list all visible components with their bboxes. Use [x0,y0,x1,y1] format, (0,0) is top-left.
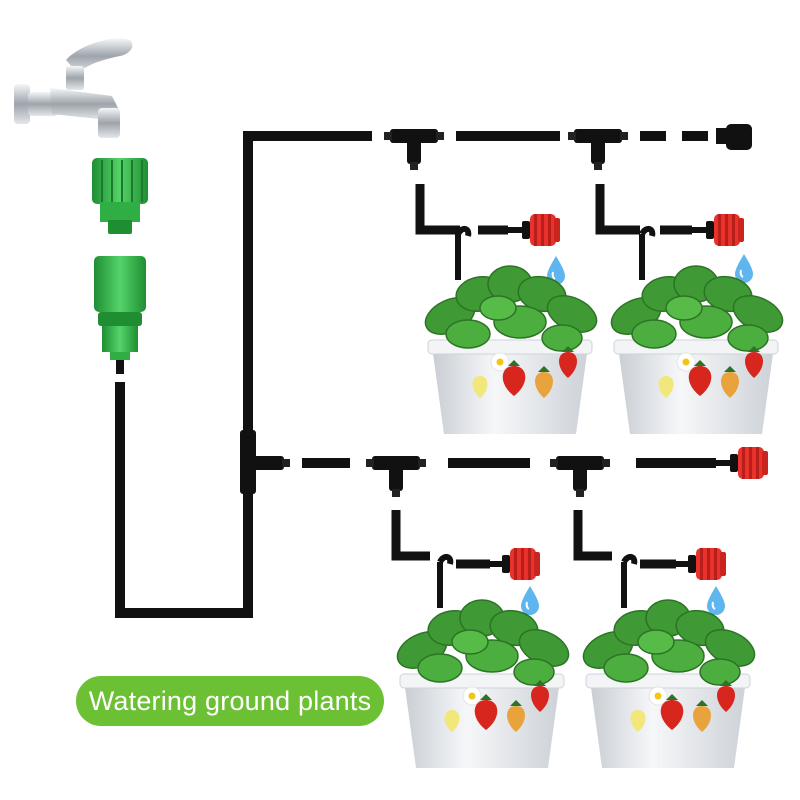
drip-stake-icon [437,554,454,608]
lower-drip-lines [391,510,676,569]
tee-connector-icon [240,430,290,494]
caption-badge: Watering ground plants [76,676,384,726]
drip-stake-icon [455,226,472,280]
potted-strawberry-plant [604,265,790,435]
dripper-icon [692,214,744,246]
faucet-icon [14,38,133,138]
top-drip-lines [415,184,692,235]
water-drop-icon [520,585,540,616]
tee-connector-icon [568,129,628,170]
hose-adapter-icon [94,256,146,374]
potted-strawberry-plant [576,599,762,769]
tee-connector-icon [366,456,426,497]
tee-connector-icon [384,129,444,170]
quick-connector-icon [92,158,148,234]
end-plug-icon [716,124,752,150]
supply-tube [115,131,372,618]
water-drop-icon [706,585,726,616]
drip-stake-icon [621,554,638,608]
drip-stake-icon [639,226,656,280]
dripper-icon [674,548,726,580]
tee-connector-icon [550,456,610,497]
potted-strawberry-plant [418,265,604,435]
potted-strawberry-plant [390,599,576,769]
dripper-icon [716,447,768,479]
dripper-icon [488,548,540,580]
dripper-icon [508,214,560,246]
